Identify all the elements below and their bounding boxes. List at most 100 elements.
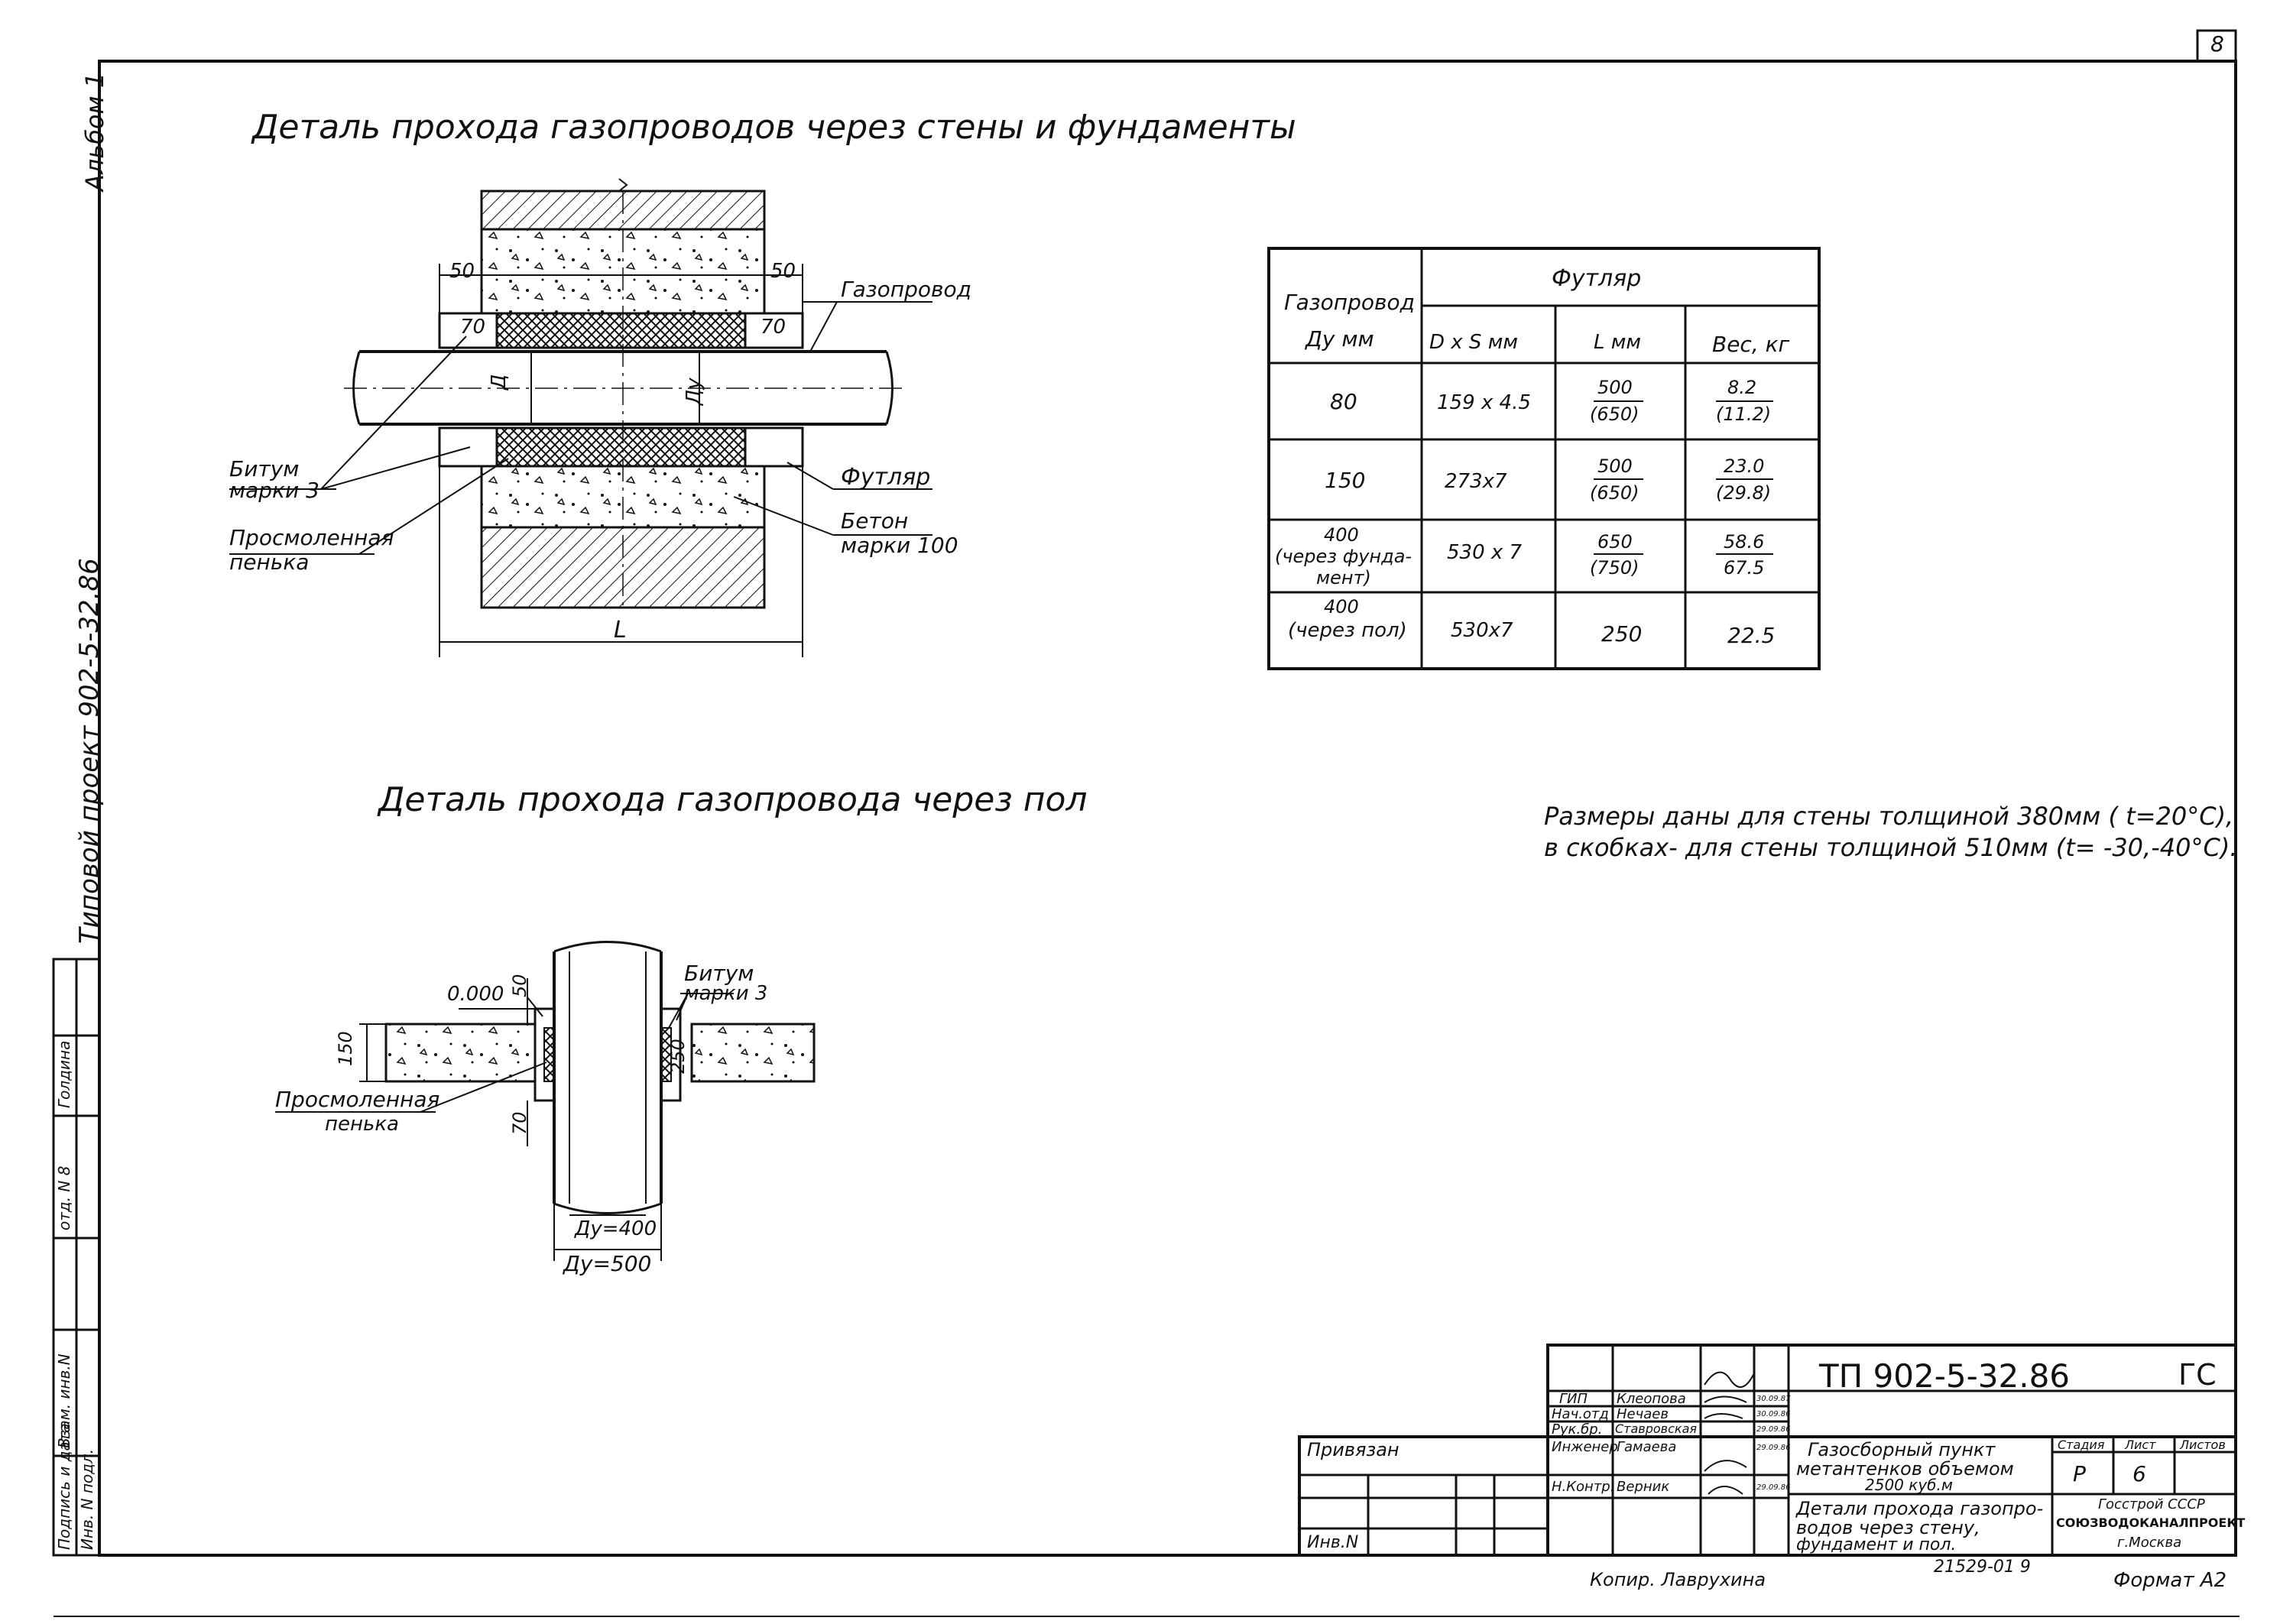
stamp-org-1: Госстрой СССР bbox=[2098, 1496, 2205, 1512]
stamp-name-1: Клеопова bbox=[1617, 1391, 1686, 1407]
row2-w2: (29.8) bbox=[1716, 482, 1772, 504]
stamp-date-1: 30.09.87 bbox=[1756, 1395, 1791, 1403]
dim-70-right: 70 bbox=[761, 316, 786, 339]
album-label: Альбом 1 bbox=[80, 72, 109, 191]
case-label: Футляр bbox=[841, 464, 931, 491]
stamp-role-3: Рук.бр. bbox=[1552, 1421, 1603, 1438]
dim-70-left: 70 bbox=[460, 316, 486, 339]
stamp-bound: Привязан bbox=[1307, 1439, 1399, 1460]
stamp-name-4: Гамаева bbox=[1617, 1439, 1677, 1455]
stamp-date-2: 30.09.86 bbox=[1756, 1410, 1791, 1418]
stamp-name-3: Ставровская bbox=[1615, 1421, 1697, 1436]
stamp-object-2: метантенков объемом bbox=[1796, 1458, 2014, 1480]
stamp-date-3: 29.09.86 bbox=[1756, 1425, 1791, 1434]
stamp-role-5: Н.Контр. bbox=[1552, 1479, 1615, 1495]
row2-l2: (650) bbox=[1590, 482, 1639, 504]
row1-w2: (11.2) bbox=[1716, 404, 1772, 425]
row4-dxs: 530x7 bbox=[1451, 619, 1513, 642]
margin-row-3: отд. N 8 bbox=[55, 1165, 73, 1230]
stamp-date-5: 29.09.86 bbox=[1756, 1483, 1791, 1492]
stamp-sheet: 6 bbox=[2132, 1461, 2146, 1486]
row3-dxs: 530 x 7 bbox=[1447, 541, 1523, 564]
note-line-1: Размеры даны для стены толщиной 380мм ( … bbox=[1544, 802, 2234, 831]
row4-du-1: 400 bbox=[1324, 596, 1359, 618]
level-label: 0.000 bbox=[447, 983, 504, 1006]
floor-hemp-1: Просмоленная bbox=[275, 1087, 440, 1112]
stamp-sheet-header: Лист bbox=[2125, 1438, 2156, 1452]
dim-d: Д bbox=[488, 374, 511, 390]
row3-w2: 67.5 bbox=[1724, 557, 1765, 579]
concrete-label-2: марки 100 bbox=[841, 533, 958, 558]
margin-row-4: Голдина bbox=[55, 1040, 73, 1108]
row4-l: 250 bbox=[1601, 621, 1643, 647]
signatures bbox=[1704, 1371, 1755, 1495]
table-head-case: Футляр bbox=[1552, 265, 1642, 292]
floor-dim-250: 250 bbox=[667, 1039, 689, 1074]
stamp-inv: Инв.N bbox=[1307, 1533, 1359, 1552]
bitum-label-2: марки 3 bbox=[229, 478, 319, 503]
gas-pipe-label: Газопровод bbox=[841, 277, 971, 302]
case-table bbox=[1267, 247, 1821, 670]
detail1-wall-passage bbox=[229, 178, 932, 657]
stamp-stage-header: Стадия bbox=[2058, 1438, 2105, 1452]
row4-du-2: (через пол) bbox=[1288, 619, 1407, 642]
floor-dim-50: 50 bbox=[509, 974, 530, 997]
stamp-role-4: Инженер bbox=[1552, 1439, 1618, 1455]
hemp-label-1: Просмоленная bbox=[229, 525, 394, 550]
copied-by: Копир. Лаврухина bbox=[1590, 1569, 1766, 1590]
floor-du-400: Ду=400 bbox=[575, 1217, 657, 1240]
row3-l2: (750) bbox=[1590, 557, 1639, 579]
floor-dim-70: 70 bbox=[509, 1111, 530, 1135]
dim-l: L bbox=[614, 617, 627, 643]
stamp-org-3: г.Москва bbox=[2117, 1535, 2182, 1551]
row2-l1: 500 bbox=[1597, 455, 1633, 477]
row2-w1: 23.0 bbox=[1724, 455, 1765, 477]
margin-table bbox=[52, 958, 101, 1557]
bitum-label-1: Битум bbox=[229, 456, 300, 481]
stamp-role-2: Нач.отд bbox=[1552, 1406, 1609, 1422]
row3-w1: 58.6 bbox=[1724, 531, 1765, 553]
stamp-sheet-title-3: фундамент и пол. bbox=[1796, 1535, 1957, 1554]
row1-du: 80 bbox=[1330, 389, 1357, 414]
row3-du-2: (через фунда- bbox=[1275, 546, 1412, 567]
table-head-pipe-1: Газопровод bbox=[1284, 290, 1415, 315]
stamp-name-2: Нечаев bbox=[1617, 1406, 1669, 1422]
hemp-label-2: пенька bbox=[229, 549, 310, 575]
stamp-role-1: ГИП bbox=[1559, 1391, 1588, 1407]
table-head-dxs: D x S мм bbox=[1429, 331, 1518, 354]
margin-row-5: Инв. N подл. bbox=[78, 1448, 96, 1550]
row1-w1: 8.2 bbox=[1727, 377, 1757, 398]
table-head-pipe-2: Ду мм bbox=[1305, 326, 1374, 352]
stamp-date-4: 29.09.86 bbox=[1756, 1444, 1791, 1452]
row1-dxs: 159 x 4.5 bbox=[1437, 391, 1531, 414]
row3-du-1: 400 bbox=[1324, 524, 1359, 546]
project-label: Типовой проект 902-5-32.86 bbox=[74, 558, 105, 944]
stamp-code: ТП 902-5-32.86 bbox=[1819, 1357, 2071, 1395]
floor-hemp-2: пенька bbox=[325, 1113, 399, 1136]
row1-l2: (650) bbox=[1590, 404, 1639, 425]
row3-du-3: мент) bbox=[1316, 567, 1371, 588]
dim-du: Ду bbox=[683, 378, 705, 405]
row3-l1: 650 bbox=[1597, 531, 1633, 553]
stamp-sheet-title-2: водов через стену, bbox=[1796, 1517, 1980, 1538]
stamp-name-5: Верник bbox=[1617, 1479, 1670, 1495]
dim-50-right: 50 bbox=[770, 260, 796, 283]
archive-number: 21529-01 9 bbox=[1934, 1558, 2031, 1577]
sheet-format: Формат А2 bbox=[2113, 1569, 2227, 1592]
dim-50-left: 50 bbox=[449, 260, 475, 283]
stamp-stage: Р bbox=[2073, 1461, 2086, 1486]
floor-bitum-1: Битум bbox=[684, 961, 754, 986]
stamp-org-2: СОЮЗВОДОКАНАЛПРОЕКТ bbox=[2056, 1515, 2246, 1530]
table-head-l: L мм bbox=[1594, 331, 1641, 354]
stamp-mark: ГС bbox=[2178, 1358, 2217, 1392]
stamp-object-1: Газосборный пункт bbox=[1808, 1439, 1996, 1460]
note-line-2: в скобках- для стены толщиной 510мм (t= … bbox=[1544, 833, 2238, 862]
detail2-floor-passage bbox=[275, 941, 816, 1261]
floor-dim-150: 150 bbox=[335, 1031, 356, 1066]
row1-l1: 500 bbox=[1597, 377, 1633, 398]
sheet-frame bbox=[54, 29, 2239, 1617]
stamp-sheet-title-1: Детали прохода газопро- bbox=[1796, 1498, 2044, 1519]
row2-du: 150 bbox=[1325, 468, 1366, 493]
detail1-title: Деталь прохода газопроводов через стены … bbox=[252, 108, 1296, 147]
